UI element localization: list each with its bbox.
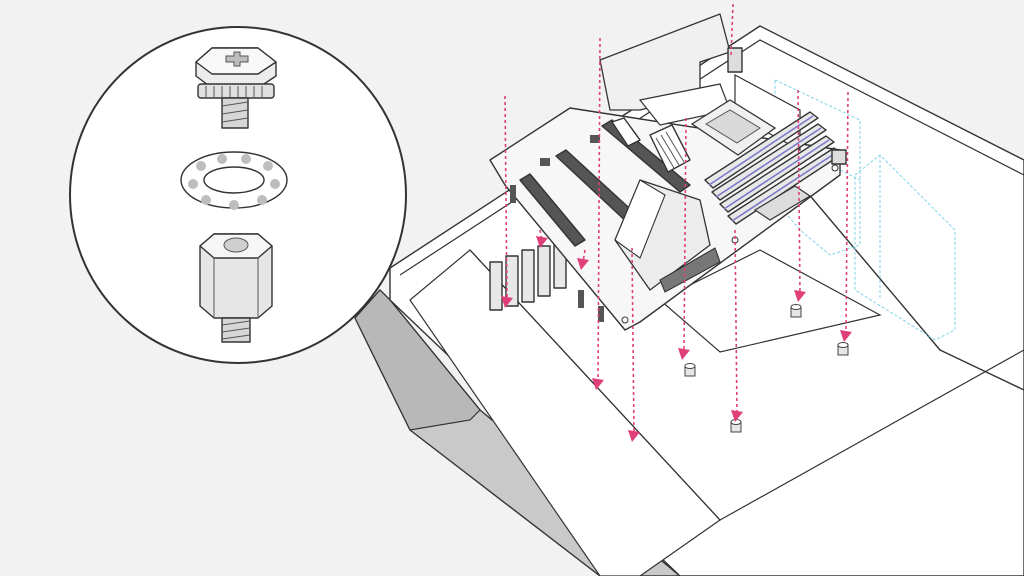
arrow-down-icon xyxy=(501,296,513,308)
tray-bottom-edge xyxy=(939,349,1024,391)
sata-ports xyxy=(659,247,721,293)
screw-flange xyxy=(197,83,275,99)
atx-12v-connector xyxy=(727,47,743,73)
mounting-hole xyxy=(831,164,839,172)
standoff xyxy=(684,363,696,377)
motherboard xyxy=(489,13,847,331)
standoff-icon xyxy=(199,233,273,343)
tray-recess xyxy=(409,249,721,576)
expansion-brackets xyxy=(489,241,567,311)
guide-line xyxy=(504,95,508,301)
guide-line xyxy=(631,247,635,435)
standoff xyxy=(730,419,742,433)
guide-line xyxy=(730,3,734,57)
guide-line xyxy=(845,91,849,335)
drive-cage-upper xyxy=(774,79,861,256)
mounting-hole xyxy=(621,316,629,324)
screw-icon xyxy=(195,47,277,129)
washer-icon xyxy=(180,151,288,210)
cmos-battery xyxy=(831,149,847,165)
standoff xyxy=(837,342,849,356)
bracket xyxy=(489,261,503,311)
vrm-heatsink xyxy=(599,13,731,111)
arrow-down-icon xyxy=(628,430,640,442)
guide-line xyxy=(734,229,738,415)
chip xyxy=(590,135,600,143)
bracket xyxy=(505,255,519,307)
detail-callout xyxy=(69,26,407,364)
chipset-heatsink-top xyxy=(614,179,666,259)
arrow-down-icon xyxy=(592,378,604,390)
screw-thread xyxy=(221,97,249,129)
standoff-thread-hole xyxy=(223,237,249,253)
alignment-guides xyxy=(501,3,852,442)
ram-slots xyxy=(704,111,843,225)
io-cutout xyxy=(658,249,882,353)
front-panel-header xyxy=(598,306,604,322)
tray-floor-edge xyxy=(469,249,1024,521)
phillips-head xyxy=(225,51,249,67)
arrow-down-icon xyxy=(678,348,690,360)
bracket xyxy=(537,245,551,297)
m2-heatsink xyxy=(649,124,691,173)
bracket xyxy=(521,249,535,303)
cpu-socket-inner xyxy=(705,109,761,144)
arrow-down-icon xyxy=(840,330,852,342)
arrow-down-icon xyxy=(794,290,806,302)
guide-line xyxy=(582,249,586,263)
usb-header xyxy=(578,290,584,308)
arrow-down-icon xyxy=(577,258,589,270)
pcie-slots xyxy=(519,117,691,247)
standoff-group xyxy=(684,304,849,433)
atx-24pin-connector xyxy=(753,185,812,221)
guide-line xyxy=(797,89,801,295)
chip xyxy=(540,158,550,166)
arrow-down-icon xyxy=(731,410,743,422)
standoff xyxy=(790,304,802,318)
arrow-down-icon xyxy=(536,236,548,248)
fan-header xyxy=(510,185,516,203)
